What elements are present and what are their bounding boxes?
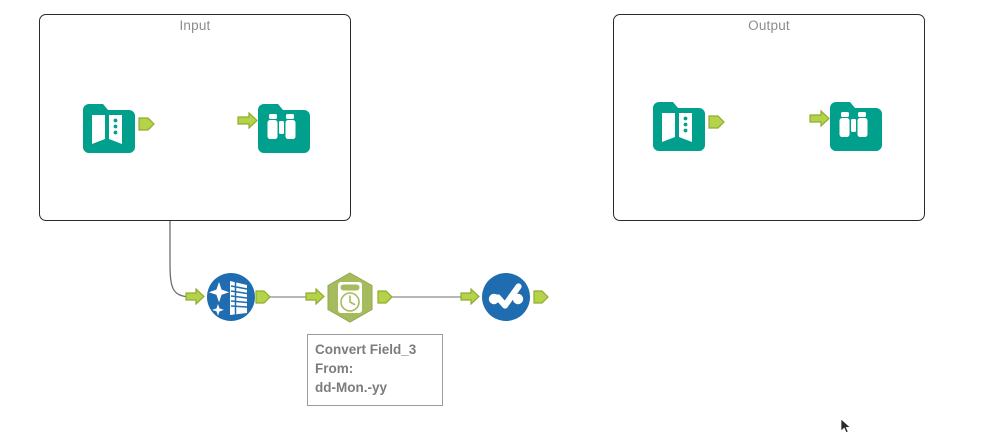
output-anchor[interactable]	[138, 117, 155, 131]
output-anchor[interactable]	[708, 115, 725, 129]
tool-browse-2[interactable]	[805, 96, 885, 154]
input-anchor[interactable]	[305, 287, 325, 306]
tool-datetime[interactable]	[303, 271, 397, 325]
select-icon	[482, 273, 530, 321]
datetime-icon	[327, 272, 373, 323]
input-anchor[interactable]	[809, 109, 830, 128]
output-anchor[interactable]	[255, 290, 271, 304]
tool-input-data-1[interactable]	[82, 98, 164, 156]
output-anchor[interactable]	[377, 290, 393, 304]
input-anchor[interactable]	[460, 287, 480, 306]
tool-container-input-title: Input	[179, 18, 211, 33]
browse-icon	[258, 104, 310, 153]
tool-browse-1[interactable]	[233, 98, 313, 156]
input-anchor[interactable]	[237, 111, 258, 130]
data-cleansing-icon	[207, 273, 255, 321]
tool-container-output-title: Output	[748, 18, 790, 33]
tool-select[interactable]	[458, 271, 552, 325]
input-anchor[interactable]	[185, 287, 205, 306]
mouse-cursor	[840, 418, 852, 434]
tool-data-cleansing[interactable]	[183, 271, 273, 325]
browse-icon	[830, 102, 882, 151]
comment-box[interactable]: Convert Field_3 From: dd-Mon.-yy	[307, 334, 443, 406]
input-data-icon	[83, 104, 135, 153]
tool-input-data-2[interactable]	[652, 96, 734, 154]
output-anchor[interactable]	[533, 290, 549, 304]
input-data-icon	[653, 102, 705, 151]
